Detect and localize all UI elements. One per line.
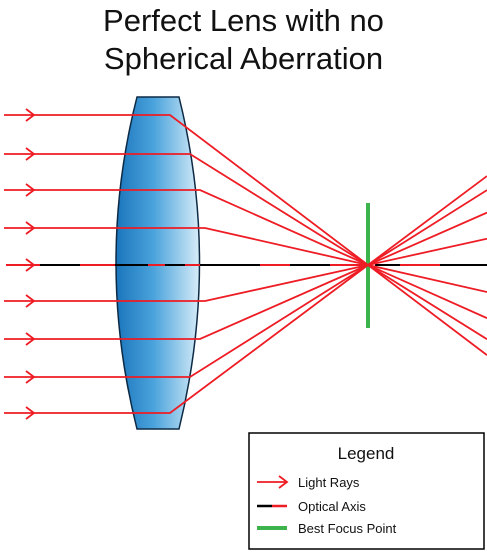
ray-arrow-icon <box>25 147 36 161</box>
legend-item-best-focus: Best Focus Point <box>298 521 397 536</box>
title-line-1: Perfect Lens with no <box>103 3 384 38</box>
light-ray <box>4 227 487 293</box>
light-ray <box>4 114 487 356</box>
legend: Legend Light Rays Optical Axis Best Focu… <box>248 432 485 550</box>
diagram-title: Perfect Lens with no Spherical Aberratio… <box>0 2 487 78</box>
ray-arrow-icon <box>25 108 36 122</box>
light-ray <box>4 153 487 340</box>
legend-title: Legend <box>338 444 395 463</box>
light-ray <box>4 189 487 319</box>
legend-box <box>248 432 485 550</box>
light-ray <box>4 189 487 378</box>
ray-arrow-icon <box>25 370 36 384</box>
lens <box>115 96 201 430</box>
ray-arrow-icon <box>25 221 36 235</box>
legend-item-optical-axis: Optical Axis <box>298 499 366 514</box>
ray-arrow-icon <box>25 258 36 272</box>
ray-arrow-icon <box>25 406 36 420</box>
legend-ray-arrow-icon <box>278 475 289 489</box>
ray-arrow-icon <box>25 332 36 346</box>
light-ray <box>4 175 487 414</box>
title-line-2: Spherical Aberration <box>103 41 384 76</box>
ray-arrow-icon <box>25 294 36 308</box>
light-ray <box>4 211 487 340</box>
ray-arrow-icon <box>25 183 36 197</box>
legend-item-light-rays: Light Rays <box>298 475 360 490</box>
light-rays <box>4 108 487 420</box>
light-ray <box>4 237 487 302</box>
